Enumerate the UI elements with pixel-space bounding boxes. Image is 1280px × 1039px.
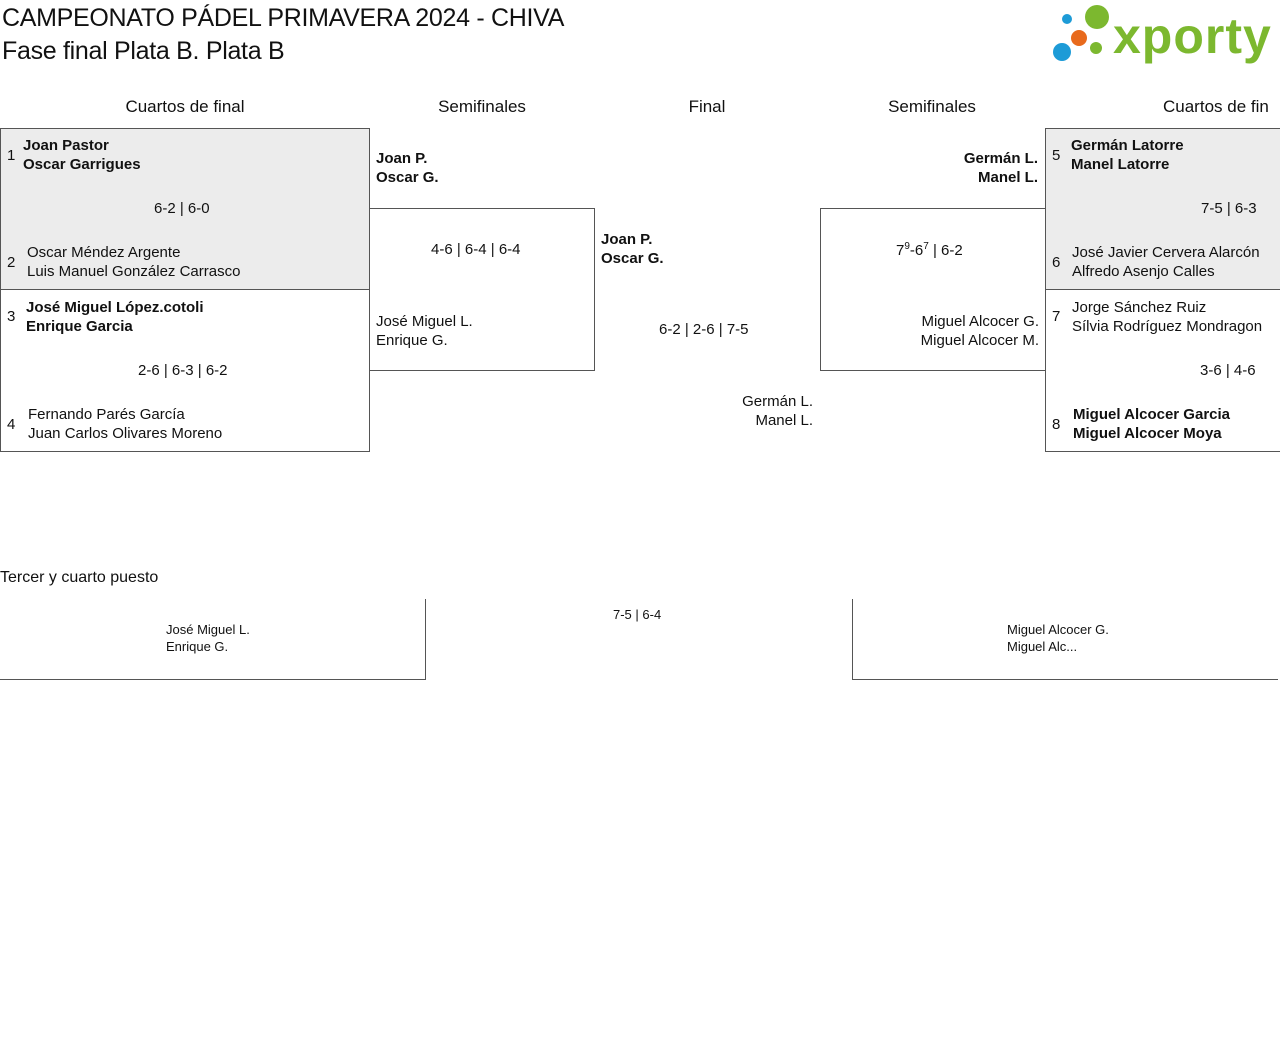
seed-number: 8 [1052,416,1061,433]
player-name: José Miguel L. [376,313,473,330]
player-name: Enrique Garcia [26,318,133,335]
player-name: José Miguel López.cotoli [26,299,204,316]
seed-number: 6 [1052,254,1061,271]
third-place-score: 7-5 | 6-4 [613,607,662,622]
player-name: Enrique G. [166,639,229,654]
team-loser[interactable]: José Javier Cervera Alarcón Alfredo Asen… [1072,243,1260,281]
player-name: Joan P. [601,231,653,248]
player-name: Oscar G. [376,169,439,186]
player-name: Miguel Alcocer Moya [1073,425,1222,442]
sf-left-match[interactable]: 4-6 | 6-4 | 6-4 José Miguel L. Enrique G… [369,208,595,371]
col-head-left-sf: Semifinales [438,97,526,116]
final-team-bottom[interactable]: Germán L. Manel L. [713,392,813,430]
player-name: Oscar Garrigues [23,156,141,173]
seed-number: 3 [7,308,16,325]
seed-number: 4 [7,416,16,433]
qf-match-4[interactable]: 7 Jorge Sánchez Ruiz Sílvia Rodríguez Mo… [1045,289,1280,452]
qf-match-3[interactable]: 5 Germán Latorre Manel Latorre 7-5 | 6-3… [1045,128,1280,290]
logo-dots-icon [1053,5,1109,61]
team-loser[interactable]: Fernando Parés García Juan Carlos Olivar… [28,405,222,443]
final-score: 6-2 | 2-6 | 7-5 [659,321,749,338]
match-score: 79-67 | 6-2 [896,241,963,259]
page-subtitle: Fase final Plata B. Plata B [2,37,285,65]
player-name: Germán Latorre [1071,137,1184,154]
player-name: Luis Manuel González Carrasco [27,263,241,280]
col-head-right-qf: Cuartos de fin [1163,97,1269,116]
player-name: Miguel Alcocer Garcia [1073,406,1231,423]
player-name: Manel L. [755,412,813,429]
player-name: Miguel Alcocer M. [920,332,1039,349]
col-head-final: Final [688,97,726,116]
player-name: Fernando Parés García [28,406,185,423]
player-name: Germán L. [963,150,1038,167]
match-score: 7-5 | 6-3 [1201,200,1257,217]
team-loser[interactable]: Oscar Méndez Argente Luis Manuel Gonzále… [27,243,240,281]
page-title: CAMPEONATO PÁDEL PRIMAVERA 2024 - CHIVA [2,4,565,32]
sf-left-team-top[interactable]: Joan P. Oscar G. [376,149,439,187]
player-name: José Javier Cervera Alarcón [1072,244,1260,261]
match-score: 4-6 | 6-4 | 6-4 [431,241,521,258]
sf-left-team-bottom[interactable]: José Miguel L. Enrique G. [376,312,473,350]
player-name: Manel L. [977,169,1038,186]
player-name: Miguel Alcocer G. [921,313,1039,330]
team-winner[interactable]: Joan Pastor Oscar Garrigues [23,136,141,174]
player-name: Joan Pastor [23,137,109,154]
third-place-right-team[interactable]: Miguel Alcocer G. Miguel Alc... [852,599,1278,680]
player-name: Juan Carlos Olivares Moreno [28,425,223,442]
third-place-title: Tercer y cuarto puesto [0,569,159,586]
player-name: Alfredo Asenjo Calles [1072,263,1215,280]
xporty-logo[interactable]: xporty [1050,4,1278,68]
col-head-right-sf: Semifinales [888,97,976,116]
final-team-top[interactable]: Joan P. Oscar G. [601,230,664,268]
seed-number: 5 [1052,147,1061,164]
player-name: Sílvia Rodríguez Mondragon [1072,318,1263,335]
player-name: Miguel Alc... [1007,639,1078,654]
team-loser[interactable]: Jorge Sánchez Ruiz Sílvia Rodríguez Mond… [1072,298,1262,336]
match-score: 3-6 | 4-6 [1200,362,1256,379]
qf-match-1[interactable]: 1 Joan Pastor Oscar Garrigues 6-2 | 6-0 … [0,128,370,290]
sf-right-team-bottom[interactable]: Miguel Alcocer G. Miguel Alcocer M. [881,312,1039,350]
player-name: Jorge Sánchez Ruiz [1072,299,1207,316]
sf-right-match[interactable]: 79-67 | 6-2 Miguel Alcocer G. Miguel Alc… [820,208,1046,371]
player-name: Joan P. [376,150,428,167]
player-name: Oscar G. [601,250,664,267]
player-name: José Miguel L. [166,622,250,637]
team-winner[interactable]: Germán Latorre Manel Latorre [1071,136,1184,174]
match-score: 2-6 | 6-3 | 6-2 [138,362,228,379]
player-name: Manel Latorre [1071,156,1170,173]
seed-number: 7 [1052,308,1061,325]
team-winner[interactable]: Miguel Alcocer Garcia Miguel Alcocer Moy… [1073,405,1230,443]
logo-text: xporty [1113,8,1272,64]
player-name: Miguel Alcocer G. [1007,622,1109,637]
qf-match-2[interactable]: 3 José Miguel López.cotoli Enrique Garci… [0,289,370,452]
player-name: Enrique G. [376,332,448,349]
seed-number: 1 [7,147,16,164]
sf-right-team-top[interactable]: Germán L. Manel L. [900,149,1038,187]
match-score: 6-2 | 6-0 [154,200,210,217]
team-winner[interactable]: José Miguel López.cotoli Enrique Garcia [26,298,204,336]
third-place-left-team[interactable]: José Miguel L. Enrique G. [0,599,426,680]
col-head-left-qf: Cuartos de final [125,97,245,116]
player-name: Germán L. [742,393,813,410]
player-name: Oscar Méndez Argente [27,244,181,261]
seed-number: 2 [7,254,16,271]
